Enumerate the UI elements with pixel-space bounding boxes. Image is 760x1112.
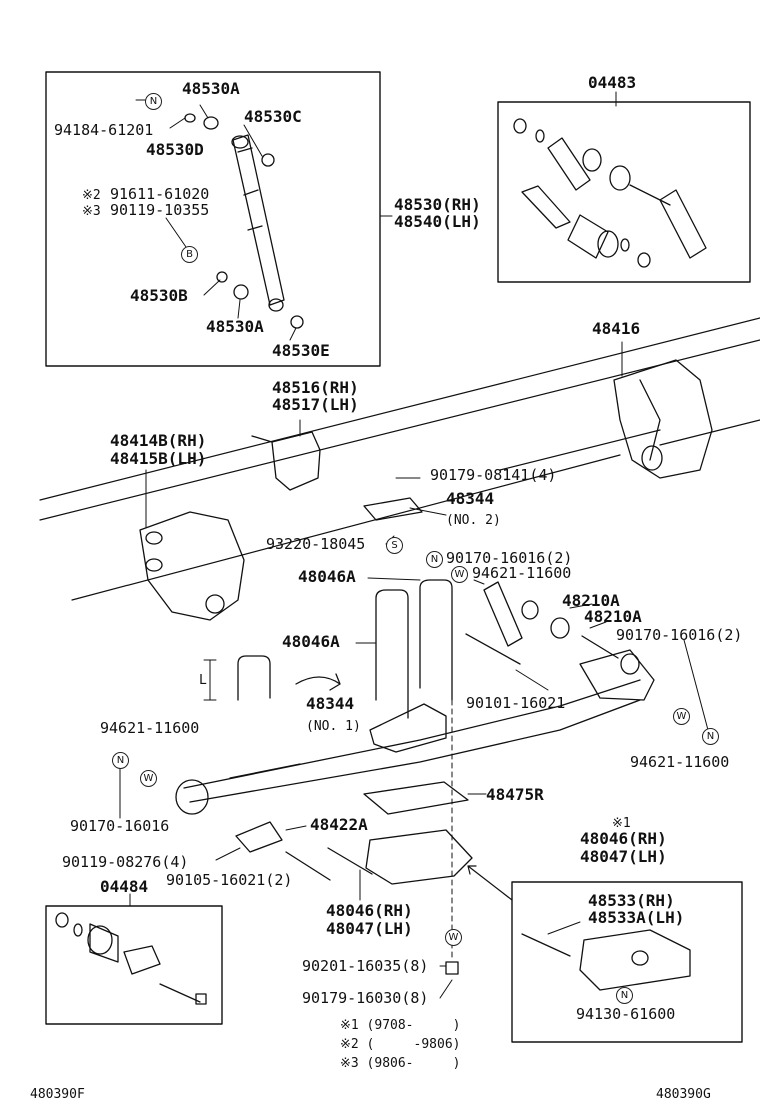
part-label: 48210A bbox=[584, 607, 642, 626]
part-label: 04483 bbox=[588, 73, 637, 92]
callout-arrow bbox=[467, 865, 513, 901]
part-label: 94130-61600 bbox=[576, 1005, 676, 1023]
leader-lines bbox=[135, 99, 393, 341]
dimension-l bbox=[203, 659, 217, 701]
part-label: 90201-16035(8) bbox=[302, 957, 429, 975]
part-label: 94621-11600 bbox=[100, 719, 200, 737]
part-label: 48210A bbox=[562, 591, 620, 610]
part-label: 48414B(RH) bbox=[110, 431, 207, 450]
marker-n: N bbox=[112, 752, 129, 769]
marker-n: N bbox=[145, 93, 162, 110]
part-label: 48530(RH) bbox=[394, 195, 481, 214]
part-label: 90170-16016(2) bbox=[446, 549, 573, 567]
part-label: 48533(RH) bbox=[588, 891, 675, 910]
marker-w: W bbox=[673, 708, 690, 725]
footnote: ※3 (9806- ) bbox=[340, 1056, 461, 1071]
marker-b: B bbox=[181, 246, 198, 263]
part-label: 94621-11600 bbox=[472, 564, 572, 582]
bushing-kit bbox=[55, 912, 207, 1005]
marker-w: W bbox=[445, 929, 462, 946]
marker-n: N bbox=[702, 728, 719, 745]
part-label: 48047(LH) bbox=[326, 919, 413, 938]
shock-absorber bbox=[231, 134, 285, 312]
part-label: 90170-16016(2) bbox=[616, 626, 743, 644]
part-label: (NO. 1) bbox=[306, 719, 361, 734]
part-label: 48344 bbox=[446, 489, 495, 508]
part-label: 48416 bbox=[592, 319, 641, 338]
u-bolts bbox=[237, 579, 453, 719]
shackle-kit bbox=[513, 91, 707, 268]
part-label: 48530E bbox=[272, 341, 330, 360]
marker-s: S bbox=[386, 537, 403, 554]
part-label: 48422A bbox=[310, 815, 368, 834]
note-mark: ※1 bbox=[612, 816, 631, 831]
part-label: 91611-61020 bbox=[110, 185, 210, 203]
part-label: 90119-08276(4) bbox=[62, 853, 189, 871]
part-label: 90179-08141(4) bbox=[430, 466, 557, 484]
part-label: 48046(RH) bbox=[580, 829, 667, 848]
note-mark: ※2 bbox=[82, 188, 101, 203]
part-label: 90101-16021 bbox=[466, 694, 566, 712]
part-label: 48344 bbox=[306, 694, 355, 713]
marker-w: W bbox=[140, 770, 157, 787]
part-label: (NO. 2) bbox=[446, 513, 501, 528]
part-label: 94621-11600 bbox=[630, 753, 730, 771]
part-label: 48540(LH) bbox=[394, 212, 481, 231]
part-label: 90170-16016 bbox=[70, 817, 170, 835]
spring-seat bbox=[365, 829, 473, 885]
marker-w: W bbox=[451, 566, 468, 583]
part-label: 93220-18045 bbox=[266, 535, 366, 553]
part-label: 04484 bbox=[100, 877, 149, 896]
part-label: 90179-16030(8) bbox=[302, 989, 429, 1007]
nut bbox=[445, 961, 459, 975]
leader-lines-lower bbox=[119, 477, 709, 1001]
bump-stopper-bracket bbox=[251, 419, 321, 491]
part-label: 48530D bbox=[146, 140, 204, 159]
shackle-kit-box bbox=[497, 101, 751, 283]
part-label: 48415B(LH) bbox=[110, 449, 207, 468]
part-label: 48516(RH) bbox=[272, 378, 359, 397]
spring-seat-kit bbox=[521, 929, 691, 991]
bushing-kit-box bbox=[45, 905, 223, 1025]
part-label: 48533A(LH) bbox=[588, 908, 685, 927]
part-label: 48047(LH) bbox=[580, 847, 667, 866]
part-label: 48530C bbox=[244, 107, 302, 126]
part-label: 48475R bbox=[486, 785, 544, 804]
front-spring-hanger bbox=[139, 469, 245, 621]
shock-absorber-box bbox=[45, 71, 381, 367]
part-label: 48530B bbox=[130, 286, 188, 305]
footnote: ※2 ( -9806) bbox=[340, 1037, 461, 1052]
part-label: 48046(RH) bbox=[326, 901, 413, 920]
diagram-code: 480390G bbox=[656, 1087, 711, 1102]
spring-seat-box bbox=[511, 881, 743, 1043]
part-label: 90105-16021(2) bbox=[166, 871, 293, 889]
part-label: 94184-61201 bbox=[54, 121, 154, 139]
bushings bbox=[184, 113, 304, 329]
note-mark: ※3 bbox=[82, 204, 101, 219]
part-label: 48046A bbox=[298, 567, 356, 586]
dimension-label: L bbox=[199, 673, 207, 688]
pads bbox=[363, 497, 469, 815]
leaf-spring bbox=[175, 679, 641, 815]
rear-shackle bbox=[465, 581, 655, 701]
part-label: 90119-10355 bbox=[110, 201, 210, 219]
marker-n: N bbox=[616, 987, 633, 1004]
frame-rail bbox=[39, 317, 760, 601]
part-label: 48530A bbox=[182, 79, 240, 98]
diagram-code: 480390F bbox=[30, 1087, 85, 1102]
part-label: 48046A bbox=[282, 632, 340, 651]
part-label: 48530A bbox=[206, 317, 264, 336]
direction-arrow bbox=[295, 673, 341, 691]
shackle-hanger bbox=[613, 341, 713, 479]
part-label: 48517(LH) bbox=[272, 395, 359, 414]
footnote: ※1 (9708- ) bbox=[340, 1018, 461, 1033]
spring-bracket-plate bbox=[235, 821, 373, 881]
marker-n: N bbox=[426, 551, 443, 568]
